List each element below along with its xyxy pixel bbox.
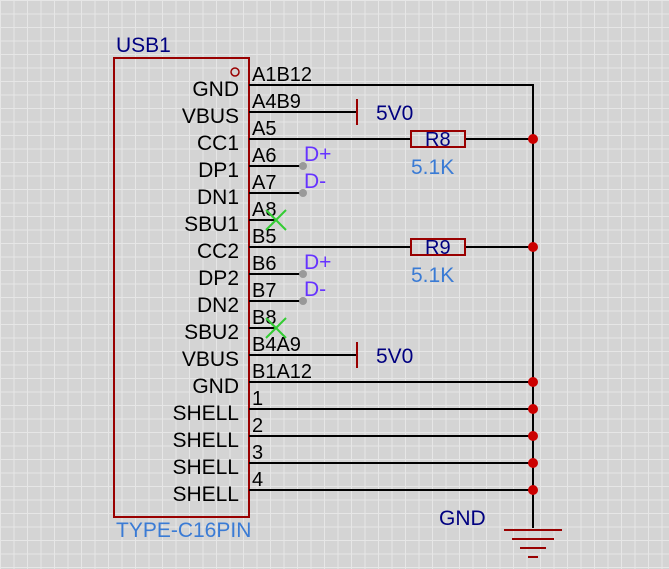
resistor-r8[interactable] <box>410 130 466 148</box>
no-connect-sbu1[interactable] <box>265 209 287 231</box>
pin-name-dp2: DP2 <box>198 267 239 290</box>
component-designator: USB1 <box>116 34 171 57</box>
wire-gnd-top[interactable] <box>249 84 534 528</box>
resistor-r9-designator: R9 <box>425 237 451 259</box>
resistor-r8-value: 5.1K <box>411 156 454 179</box>
pin-name-gnd-1: GND <box>192 78 239 101</box>
pin-name-dp1: DP1 <box>198 159 239 182</box>
usb-connector-body[interactable] <box>113 57 250 518</box>
pin-number-a4b9: A4B9 <box>252 91 301 113</box>
pin-name-shell-4: SHELL <box>172 483 239 506</box>
pin-number-shell-1: 1 <box>252 388 263 410</box>
power-label-5v0-top: 5V0 <box>376 102 413 125</box>
pin-name-shell-2: SHELL <box>172 429 239 452</box>
netlabel-dp1[interactable]: D+ <box>304 143 331 166</box>
pin-name-dn2: DN2 <box>197 294 239 317</box>
pin-number-b4a9: B4A9 <box>252 334 301 356</box>
pin-number-b1a12: B1A12 <box>252 361 312 383</box>
netlabel-dot-dp1 <box>299 162 307 170</box>
pin-name-dn1: DN1 <box>197 186 239 209</box>
resistor-r9[interactable] <box>410 238 466 256</box>
netlabel-dn2[interactable]: D- <box>304 278 326 301</box>
pin-number-b7: B7 <box>252 280 276 302</box>
netlabel-dot-dn2 <box>299 297 307 305</box>
pin-name-shell-1: SHELL <box>172 402 239 425</box>
resistor-r8-designator: R8 <box>425 129 451 151</box>
pin-name-sbu2: SBU2 <box>184 321 239 344</box>
junction-gnd <box>528 377 538 387</box>
junction-shell-3 <box>528 458 538 468</box>
netlabel-dot-dn1 <box>299 189 307 197</box>
pin-name-vbus-2: VBUS <box>182 348 239 371</box>
pin-number-a6: A6 <box>252 145 276 167</box>
pin1-indicator <box>230 67 240 77</box>
netlabel-dp2[interactable]: D+ <box>304 251 331 274</box>
netlabel-dot-dp2 <box>299 270 307 278</box>
junction-shell-2 <box>528 431 538 441</box>
junction-cc2 <box>528 242 538 252</box>
netlabel-dn1[interactable]: D- <box>304 170 326 193</box>
pin-number-a5: A5 <box>252 118 276 140</box>
resistor-r9-value: 5.1K <box>411 264 454 287</box>
junction-cc1 <box>528 134 538 144</box>
component-part-name: TYPE-C16PIN <box>116 519 251 542</box>
power-label-5v0-bottom: 5V0 <box>376 345 413 368</box>
pin-number-shell-3: 3 <box>252 442 263 464</box>
junction-shell-1 <box>528 404 538 414</box>
no-connect-sbu2[interactable] <box>265 317 287 339</box>
pin-name-vbus-1: VBUS <box>182 105 239 128</box>
pin-name-cc1: CC1 <box>197 132 239 155</box>
junction-shell-4 <box>528 485 538 495</box>
pin-number-b6: B6 <box>252 253 276 275</box>
pin-name-shell-3: SHELL <box>172 456 239 479</box>
ground-label: GND <box>439 507 486 530</box>
pin-name-cc2: CC2 <box>197 240 239 263</box>
pin-number-a1b12: A1B12 <box>252 64 312 86</box>
pin-number-a7: A7 <box>252 172 276 194</box>
pin-name-sbu1: SBU1 <box>184 213 239 236</box>
pin-number-shell-2: 2 <box>252 415 263 437</box>
pin-name-gnd-2: GND <box>192 375 239 398</box>
pin-number-b5: B5 <box>252 226 276 248</box>
pin-number-shell-4: 4 <box>252 469 263 491</box>
ground-symbol[interactable] <box>504 529 562 558</box>
